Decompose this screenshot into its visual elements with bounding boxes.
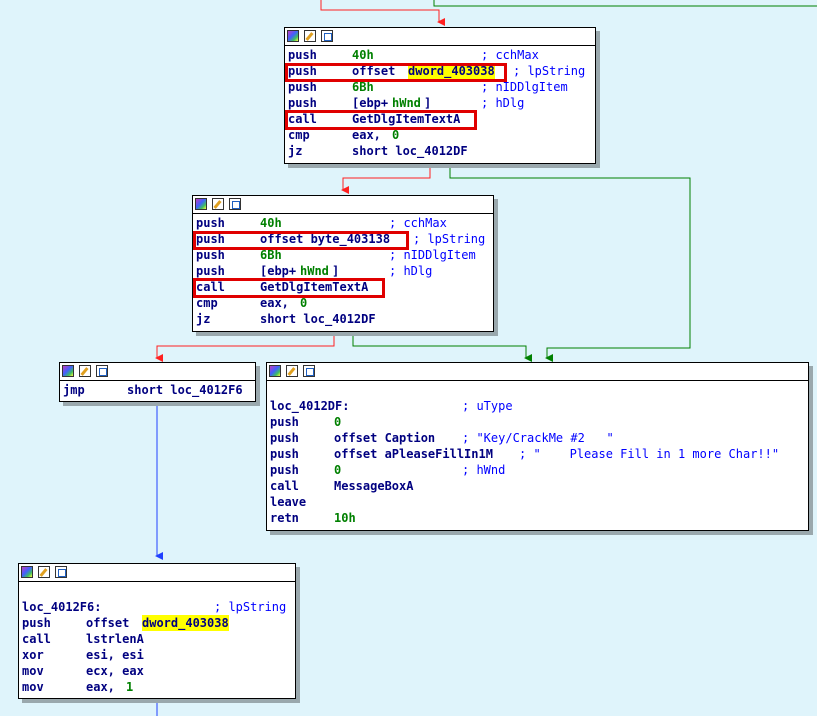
view-icon[interactable] [321,30,333,42]
graph-overview-icon[interactable] [21,566,33,578]
rename-icon[interactable] [286,365,298,377]
node-titlebar [285,28,595,46]
node-titlebar [193,196,493,214]
view-icon[interactable] [96,365,108,377]
node-titlebar [60,363,255,381]
view-icon[interactable] [303,365,315,377]
graph-overview-icon[interactable] [62,365,74,377]
asm-line[interactable]: push[ebp+hWnd]; hDlg [288,96,525,110]
highlight-box [193,278,385,298]
edge-in-false [320,0,445,26]
view-icon[interactable] [55,566,67,578]
rename-icon[interactable] [38,566,50,578]
graph-overview-icon[interactable] [195,198,207,210]
rename-icon[interactable] [212,198,224,210]
edge-node2-node3 [155,332,335,362]
graph-overview-icon[interactable] [269,365,281,377]
asm-line[interactable]: push[ebp+hWnd]; hDlg [196,264,433,278]
edge-in-green [433,0,817,7]
highlight-box [285,110,477,130]
graph-overview-icon[interactable] [287,30,299,42]
node-titlebar [267,363,808,381]
highlight-box [193,231,409,250]
rename-icon[interactable] [79,365,91,377]
highlight-box [285,63,507,82]
asm-label-line[interactable]: loc_4012DF:; uType [270,399,513,413]
node-titlebar [19,564,295,582]
edge-node1-node4 [449,164,691,362]
asm-label-line[interactable]: loc_4012F6:; lpString [22,600,287,614]
view-icon[interactable] [229,198,241,210]
rename-icon[interactable] [304,30,316,42]
edge-node2-node4 [352,332,532,362]
edge-node1-node2 [341,164,431,194]
asm-line[interactable]: leave [270,495,307,509]
